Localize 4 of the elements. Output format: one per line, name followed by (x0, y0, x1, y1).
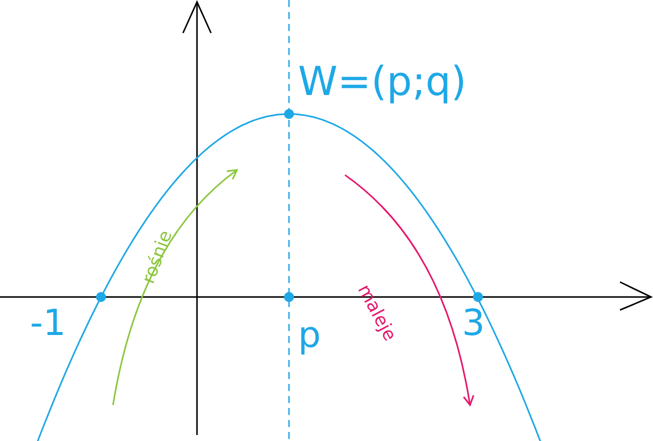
point-label: p (298, 318, 321, 354)
root-label: -1 (30, 306, 66, 342)
root-label: 3 (462, 306, 485, 342)
vertex-label: W=(p;q) (298, 62, 467, 102)
